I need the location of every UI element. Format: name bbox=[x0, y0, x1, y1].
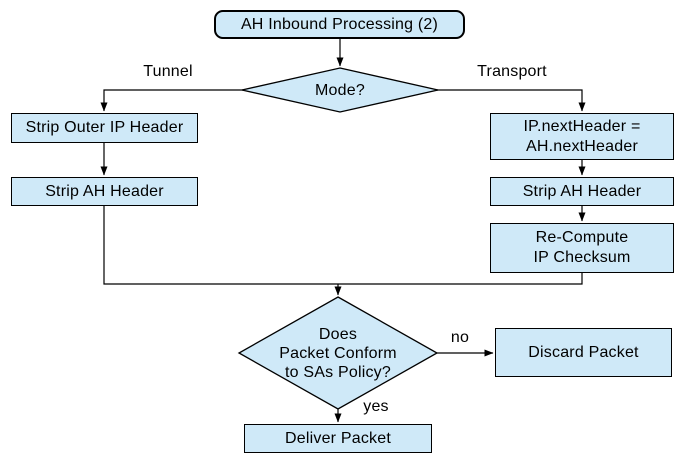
edge-mode-transport-branch bbox=[436, 89, 586, 112]
node-strip-ah-header-tunnel: Strip AH Header bbox=[11, 177, 198, 206]
policy-decision-label: Does Packet Conform to SAs Policy? bbox=[279, 326, 397, 381]
node-ip-nextheader-assign: IP.nextHeader = AH.nextHeader bbox=[490, 113, 674, 160]
node-ah-inbound-processing: AH Inbound Processing (2) bbox=[214, 10, 465, 39]
edge-label-yes: yes bbox=[363, 398, 389, 415]
node-recompute-ip-checksum: Re-Compute IP Checksum bbox=[490, 223, 674, 273]
edge-label-no: no bbox=[450, 329, 470, 346]
mode-decision-label: Mode? bbox=[315, 81, 365, 99]
node-strip-ah-header-transport: Strip AH Header bbox=[490, 177, 674, 206]
node-discard-packet: Discard Packet bbox=[495, 328, 672, 377]
policy-decision-diamond bbox=[237, 296, 439, 410]
edge-mode-tunnel-branch bbox=[100, 89, 244, 112]
mode-decision-diamond bbox=[241, 67, 439, 113]
node-deliver-packet: Deliver Packet bbox=[244, 424, 432, 453]
edge-label-tunnel: Tunnel bbox=[143, 63, 193, 80]
edge-label-transport: Transport bbox=[477, 63, 547, 80]
node-strip-outer-ip-header: Strip Outer IP Header bbox=[11, 113, 198, 143]
edge-branches-converge bbox=[103, 206, 583, 285]
